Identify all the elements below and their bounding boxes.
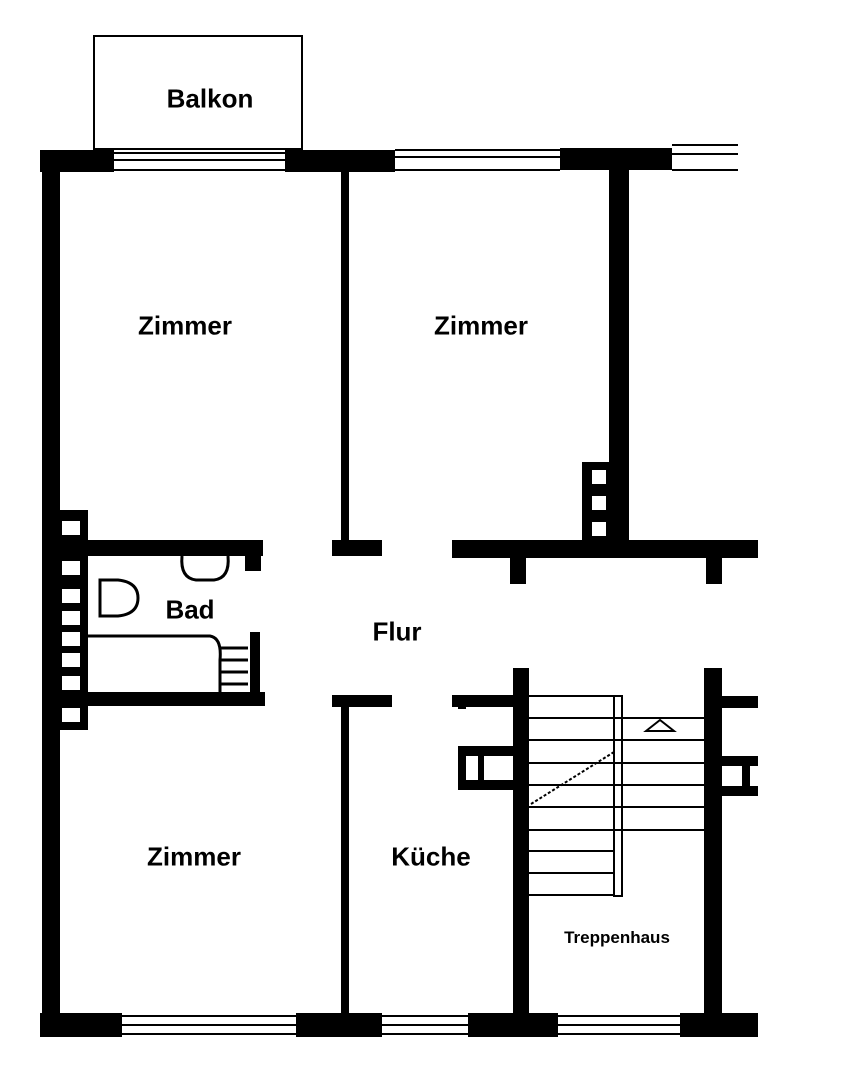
room-label-flur: Flur bbox=[372, 616, 422, 647]
room-label-bad: Bad bbox=[165, 594, 215, 625]
staircase bbox=[529, 695, 704, 897]
room-label-zimmer-3: Zimmer bbox=[147, 841, 241, 872]
bottom-windows bbox=[122, 1015, 680, 1035]
room-label-zimmer-1: Zimmer bbox=[138, 310, 232, 341]
room-label-balkon: Balkon bbox=[166, 83, 254, 114]
room-label-zimmer-2: Zimmer bbox=[434, 310, 528, 341]
bathroom-fixtures bbox=[88, 555, 248, 694]
room-label-treppenhaus: Treppenhaus bbox=[564, 928, 670, 947]
room-label-kueche: Küche bbox=[391, 841, 471, 872]
balcony-outline bbox=[93, 35, 303, 150]
top-windows bbox=[114, 144, 738, 171]
walls bbox=[40, 148, 758, 1037]
